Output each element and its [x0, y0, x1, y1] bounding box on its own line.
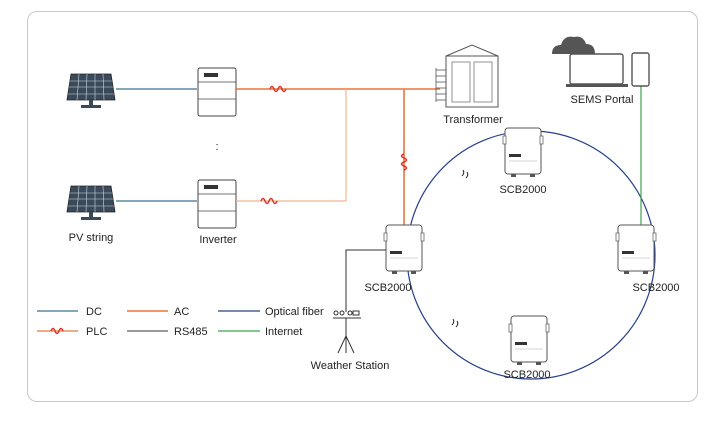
rs485-line [345, 249, 386, 312]
legend-label-optical-fiber: Optical fiber [265, 306, 324, 318]
plc-symbol-vertical [400, 153, 408, 171]
scb2000-top-label: SCB2000 [499, 184, 546, 196]
legend-swatch-plc [50, 327, 64, 335]
legend-label-internet: Internet [265, 326, 302, 338]
plc-symbol-bottom [260, 197, 278, 205]
scb2000-bottom-label: SCB2000 [503, 369, 550, 381]
laptop-icon [569, 53, 624, 85]
scb2000-left-label: SCB2000 [364, 282, 411, 294]
legend-label-ac: AC [174, 306, 189, 318]
phone-icon [631, 52, 650, 87]
sems-portal-label: SEMS Portal [571, 94, 634, 106]
pv-panel-bottom [66, 185, 116, 221]
scb2000-top [502, 127, 544, 178]
weather-station-icon [333, 310, 361, 354]
ellipsis-label: : [215, 141, 218, 153]
fiber-break-bottom [451, 318, 459, 328]
inverter-bottom [197, 179, 237, 229]
pv-string-label: PV string [69, 232, 114, 244]
inverter-top [197, 67, 237, 117]
legend: DC AC Optical fiber PLC RS485 Internet [37, 306, 324, 338]
inverter-label: Inverter [199, 234, 237, 246]
legend-label-plc: PLC [86, 326, 107, 338]
plc-symbol-top [269, 85, 287, 93]
pv-panel-top [66, 73, 116, 109]
legend-label-dc: DC [86, 306, 102, 318]
legend-label-rs485: RS485 [174, 326, 208, 338]
sems-portal-icons [552, 36, 650, 87]
scb2000-bottom [508, 315, 550, 366]
transformer-icon [435, 44, 499, 108]
fiber-break-top [461, 169, 469, 179]
scb2000-left [383, 224, 425, 275]
weather-station-label: Weather Station [311, 360, 390, 372]
transformer-label: Transformer [443, 114, 503, 126]
scb2000-right [615, 224, 657, 275]
scb2000-right-label: SCB2000 [632, 282, 679, 294]
